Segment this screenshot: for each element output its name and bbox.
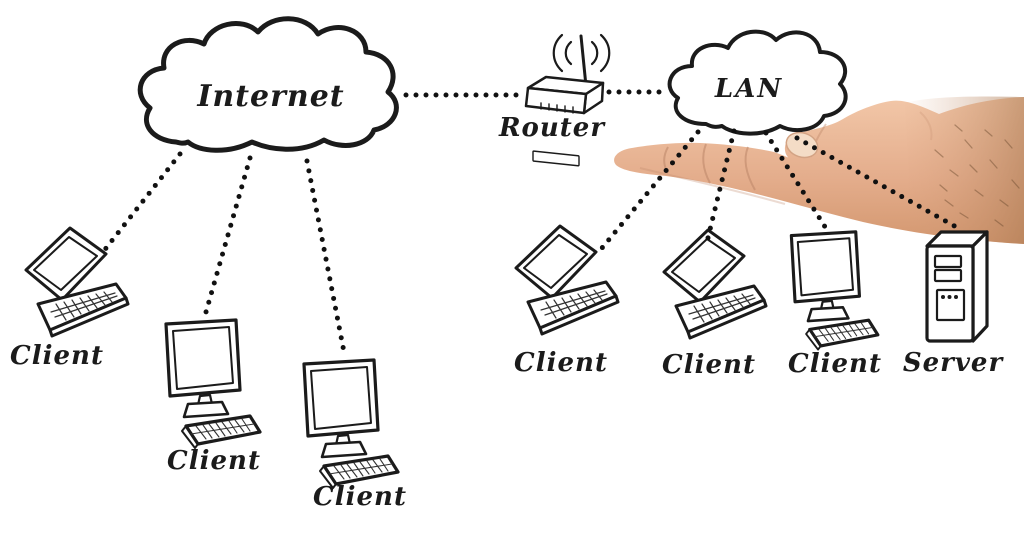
thumbnail [785, 131, 819, 159]
client-1-label: Client [10, 341, 104, 371]
client-5-label: Client [662, 350, 756, 380]
router-icon [524, 33, 611, 167]
client-desktop-6 [789, 230, 880, 351]
server-label: Server [902, 348, 1004, 378]
link-lan-client6 [763, 130, 830, 233]
link-lan-server [794, 135, 961, 231]
client-desktop-2 [164, 318, 262, 449]
client-3-label: Client [313, 482, 407, 512]
link-lan-client5 [704, 128, 737, 245]
client-laptop-1 [24, 226, 130, 338]
lan-label: LAN [714, 74, 784, 104]
link-internet-client3 [304, 158, 347, 355]
link-internet-client2 [203, 155, 253, 315]
internet-label: Internet [197, 79, 345, 114]
lan-cloud [667, 29, 848, 136]
server-leds [941, 295, 958, 299]
client-6-label: Client [788, 349, 882, 379]
forearm-hair [934, 124, 1020, 227]
client-laptop-4 [514, 224, 620, 336]
router-label: Router [498, 113, 606, 143]
finger-creases [639, 111, 933, 205]
client-laptop-5 [662, 228, 768, 340]
client-4-label: Client [514, 348, 608, 378]
client-2-label: Client [167, 446, 261, 476]
router-ports [532, 102, 580, 167]
forearm-shading [900, 96, 1024, 245]
link-internet-client1 [100, 151, 183, 255]
server-tower [925, 230, 989, 343]
internet-cloud [137, 16, 399, 153]
wifi-waves-icon [552, 33, 611, 73]
client-desktop-3 [302, 358, 400, 489]
router-antenna [579, 34, 588, 88]
